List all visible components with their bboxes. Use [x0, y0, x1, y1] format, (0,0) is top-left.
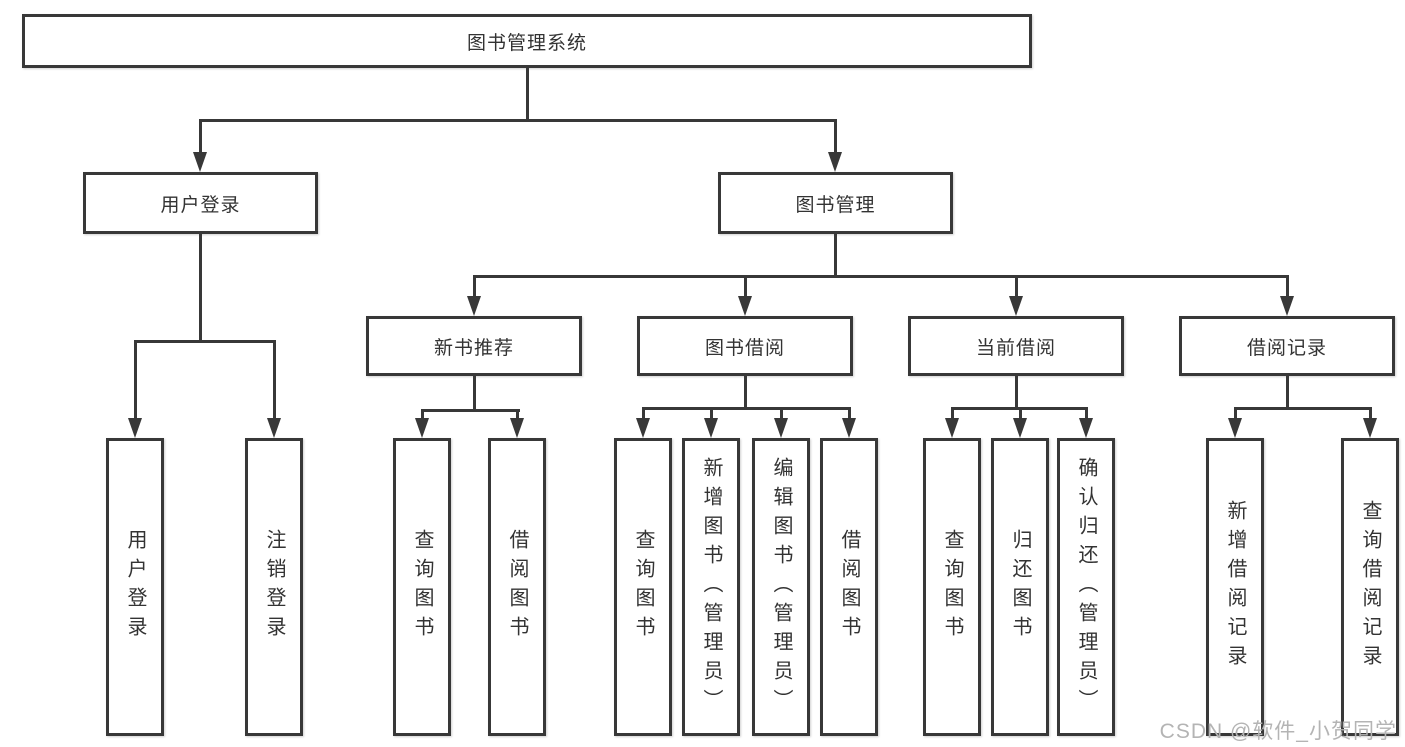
connector-line	[848, 407, 851, 418]
node-book-management: 图书管理	[718, 172, 953, 234]
arrowhead-icon	[1280, 296, 1294, 316]
arrowhead-icon	[415, 418, 429, 438]
node-new-book-recommend: 新书推荐	[366, 316, 582, 376]
arrowhead-icon	[128, 418, 142, 438]
arrowhead-icon	[636, 418, 650, 438]
leaf-user-login: 用户登录	[106, 438, 164, 736]
leaf-logout: 注销登录	[245, 438, 303, 736]
leaf-query-books-1-label: 查询图书	[411, 529, 433, 645]
node-borrow-records: 借阅记录	[1179, 316, 1395, 376]
leaf-edit-book-admin: 编辑图书（管理员）	[752, 438, 810, 736]
connector-line	[526, 68, 529, 119]
connector-line	[710, 407, 713, 418]
leaf-logout-label: 注销登录	[263, 529, 285, 645]
node-borrow-records-label: 借阅记录	[1246, 337, 1327, 359]
leaf-user-login-label: 用户登录	[124, 529, 146, 645]
arrowhead-icon	[828, 152, 842, 172]
arrowhead-icon	[193, 152, 207, 172]
connector-line	[199, 119, 837, 122]
leaf-query-borrow-record-label: 查询借阅记录	[1359, 500, 1381, 674]
connector-line	[1234, 407, 1237, 418]
leaf-confirm-return-admin: 确认归还（管理员）	[1057, 438, 1115, 736]
connector-line	[199, 234, 202, 340]
connector-line	[834, 234, 837, 275]
node-root: 图书管理系统	[22, 14, 1032, 68]
leaf-return-books: 归还图书	[991, 438, 1049, 736]
leaf-return-books-label: 归还图书	[1009, 529, 1031, 645]
connector-line	[1085, 407, 1088, 418]
node-current-borrow-label: 当前借阅	[975, 337, 1056, 359]
arrowhead-icon	[1079, 418, 1093, 438]
connector-line	[642, 407, 645, 418]
leaf-query-books-2-label: 查询图书	[632, 529, 654, 645]
leaf-edit-book-admin-label: 编辑图书（管理员）	[770, 456, 792, 718]
connector-line	[1234, 407, 1372, 410]
node-user-login: 用户登录	[83, 172, 318, 234]
leaf-add-book-admin: 新增图书（管理员）	[682, 438, 740, 736]
arrowhead-icon	[774, 418, 788, 438]
connector-line	[199, 119, 202, 154]
arrowhead-icon	[842, 418, 856, 438]
leaf-query-books-3-label: 查询图书	[941, 529, 963, 645]
leaf-query-books-3: 查询图书	[923, 438, 981, 736]
leaf-borrow-books-2-label: 借阅图书	[838, 529, 860, 645]
node-new-book-recommend-label: 新书推荐	[433, 337, 514, 359]
connector-line	[744, 376, 747, 407]
leaf-confirm-return-admin-label: 确认归还（管理员）	[1075, 456, 1097, 718]
connector-line	[134, 340, 137, 418]
node-book-borrow-label: 图书借阅	[704, 337, 785, 359]
leaf-query-books-2: 查询图书	[614, 438, 672, 736]
arrowhead-icon	[267, 418, 281, 438]
connector-line	[421, 409, 424, 418]
leaf-borrow-books-2: 借阅图书	[820, 438, 878, 736]
connector-line	[516, 409, 519, 418]
connector-line	[134, 340, 275, 343]
connector-line	[780, 407, 783, 418]
connector-line	[642, 407, 851, 410]
connector-line	[1015, 376, 1018, 407]
arrowhead-icon	[738, 296, 752, 316]
connector-line	[951, 407, 954, 418]
arrowhead-icon	[704, 418, 718, 438]
node-book-borrow: 图书借阅	[637, 316, 853, 376]
connector-line	[421, 409, 520, 412]
arrowhead-icon	[510, 418, 524, 438]
node-book-management-label: 图书管理	[795, 194, 876, 216]
connector-line	[473, 275, 1289, 278]
connector-line	[1286, 275, 1289, 296]
arrowhead-icon	[945, 418, 959, 438]
node-root-label: 图书管理系统	[466, 32, 587, 54]
arrowhead-icon	[1009, 296, 1023, 316]
leaf-borrow-books-1-label: 借阅图书	[506, 529, 528, 645]
leaf-add-borrow-record: 新增借阅记录	[1206, 438, 1264, 736]
watermark: CSDN @软件_小贺同学	[1159, 720, 1397, 743]
connector-line	[273, 340, 276, 418]
node-current-borrow: 当前借阅	[908, 316, 1124, 376]
node-user-login-label: 用户登录	[160, 194, 241, 216]
leaf-query-books-1: 查询图书	[393, 438, 451, 736]
arrowhead-icon	[467, 296, 481, 316]
arrowhead-icon	[1228, 418, 1242, 438]
connector-line	[1015, 275, 1018, 296]
connector-line	[834, 119, 837, 154]
leaf-borrow-books-1: 借阅图书	[488, 438, 546, 736]
connector-line	[473, 376, 476, 409]
connector-line	[744, 275, 747, 296]
connector-line	[1286, 376, 1289, 407]
leaf-add-book-admin-label: 新增图书（管理员）	[700, 456, 722, 718]
leaf-query-borrow-record: 查询借阅记录	[1341, 438, 1399, 736]
leaf-add-borrow-record-label: 新增借阅记录	[1224, 500, 1246, 674]
connector-line	[473, 275, 476, 296]
arrowhead-icon	[1013, 418, 1027, 438]
connector-line	[1019, 407, 1022, 418]
arrowhead-icon	[1363, 418, 1377, 438]
connector-line	[1369, 407, 1372, 418]
